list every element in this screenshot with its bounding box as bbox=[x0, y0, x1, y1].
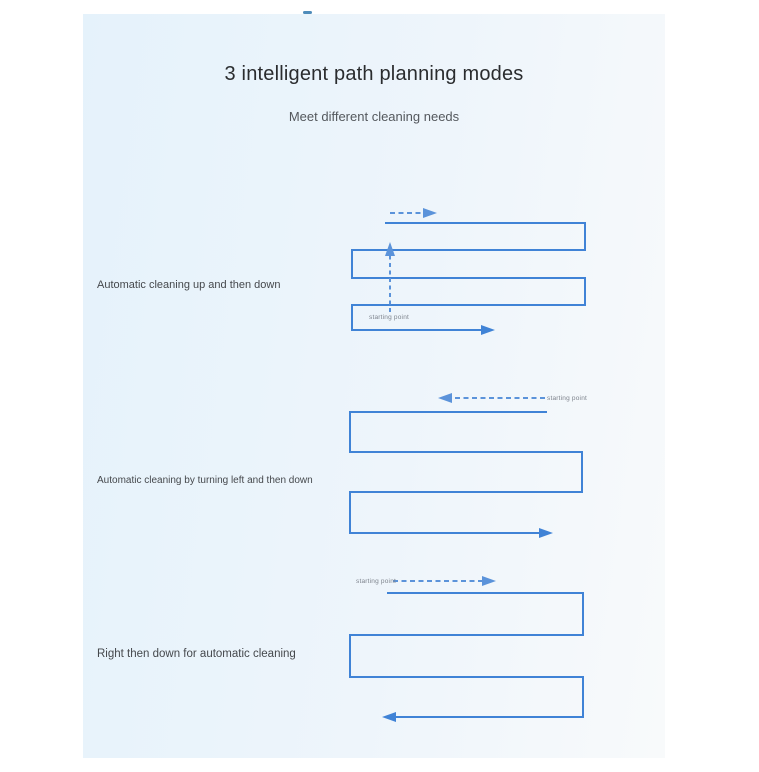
cleaning-path bbox=[349, 592, 584, 722]
top-edge-dash bbox=[303, 11, 312, 14]
cleaning-path bbox=[351, 222, 586, 335]
mode-caption-left-then-down: Automatic cleaning by turning left and t… bbox=[97, 475, 313, 486]
starting-point-label: starting point bbox=[547, 395, 588, 402]
page-subtitle: Meet different cleaning needs bbox=[288, 109, 460, 124]
mode-caption-right-then-down: Right then down for automatic cleaning bbox=[97, 648, 296, 660]
starting-point-label: starting point bbox=[356, 578, 397, 585]
page-title: 3 intelligent path planning modes bbox=[224, 63, 524, 85]
diagram-up-then-down bbox=[351, 208, 586, 335]
diagram-right-then-down bbox=[349, 576, 584, 722]
mode-caption-up-then-down: Automatic cleaning up and then down bbox=[97, 279, 281, 291]
cleaning-path bbox=[349, 411, 583, 538]
diagram-left-then-down bbox=[349, 393, 583, 538]
starting-point-label: starting point bbox=[369, 314, 410, 321]
